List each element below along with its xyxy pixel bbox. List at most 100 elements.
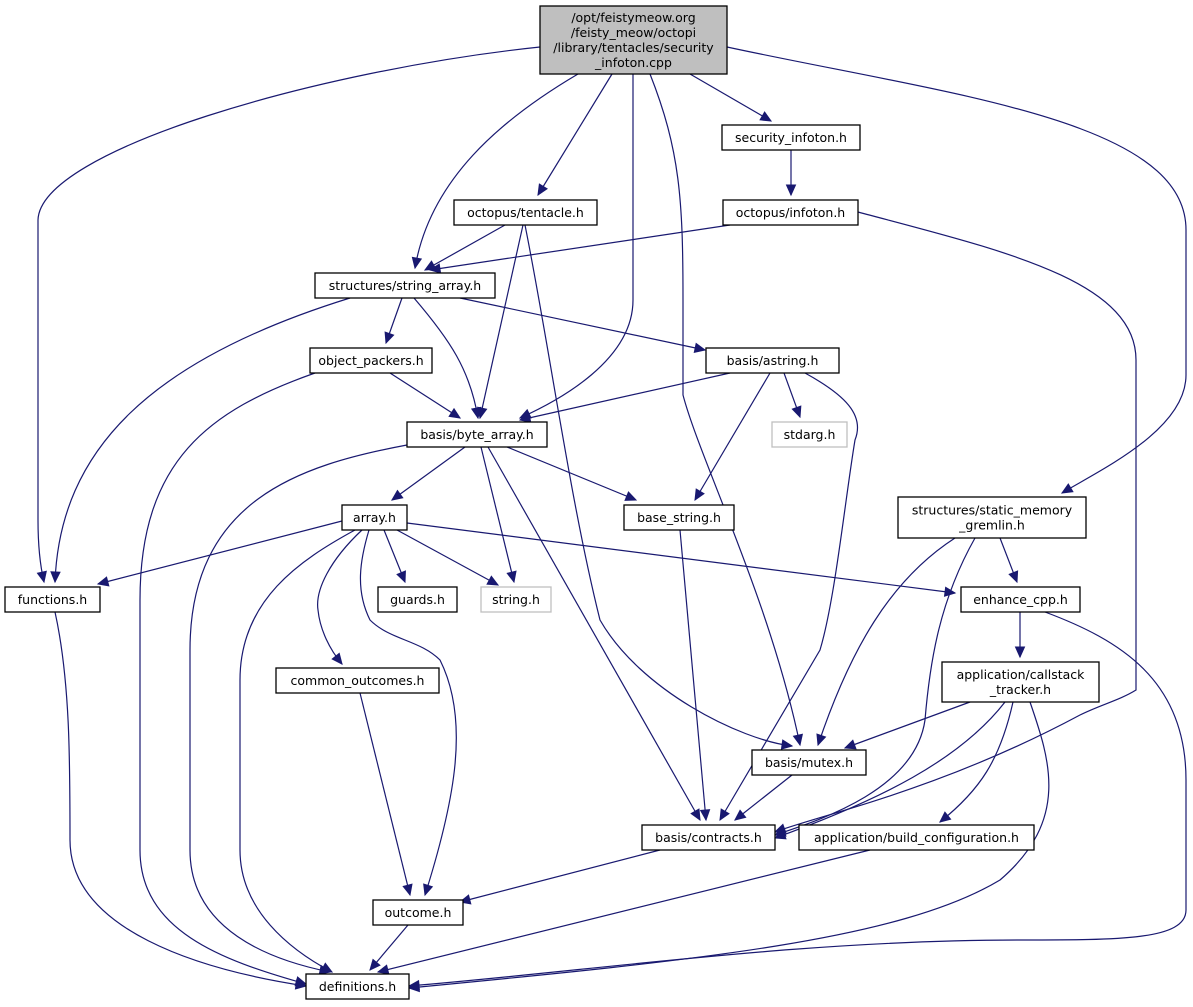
node-functions-h[interactable]: functions.h — [4, 586, 101, 613]
node-array-h[interactable]: array.h — [341, 504, 408, 531]
edge-common_outcomes_h-to-outcome_h — [359, 692, 413, 897]
node-security-infoton-h[interactable]: security_infoton.h — [721, 124, 861, 151]
node-guards-h[interactable]: guards.h — [377, 586, 458, 613]
node-label: guards.h — [390, 592, 445, 607]
node-static-memory-gremlin-h[interactable]: structures/static_memory_gremlin.h — [897, 496, 1087, 539]
arrowhead-icon — [384, 331, 395, 345]
node-label: enhance_cpp.h — [973, 592, 1068, 607]
edge-astring_h-to-base_string_h — [694, 372, 771, 502]
node-label: outcome.h — [385, 905, 452, 920]
node-byte-array-h[interactable]: basis/byte_array.h — [406, 421, 548, 448]
node-mutex-h[interactable]: basis/mutex.h — [751, 749, 867, 776]
arrowhead-icon — [486, 575, 500, 586]
edge-outcome_h-to-definitions_h — [369, 924, 409, 971]
edges-layer — [36, 46, 1187, 993]
node-label: /opt/feistymeow.org — [571, 10, 695, 25]
arrowhead-icon — [320, 962, 334, 973]
edge-root-to-mutex_h — [649, 73, 803, 747]
arrowhead-icon — [693, 342, 707, 353]
arrowhead-icon — [391, 489, 404, 501]
arrowhead-icon — [50, 571, 61, 584]
edge-line — [774, 701, 1006, 839]
edge-static_memory_gremlin_h-to-enhance_cpp_h — [999, 537, 1019, 584]
node-contracts-h[interactable]: basis/contracts.h — [641, 824, 776, 851]
arrowhead-icon — [792, 733, 803, 747]
edge-line — [649, 73, 801, 746]
arrowhead-icon — [780, 739, 794, 750]
arrowhead-icon — [1008, 570, 1019, 584]
node-string-h: string.h — [480, 586, 552, 613]
edge-root-to-byte_array_h — [518, 74, 634, 419]
edge-byte_array_h-to-base_string_h — [506, 446, 638, 501]
edge-octopus_tentacle_h-to-string_array_h — [423, 224, 506, 271]
node-enhance-cpp-h[interactable]: enhance_cpp.h — [960, 586, 1081, 613]
edge-build_configuration_h-to-definitions_h — [376, 849, 871, 975]
node-label: _tracker.h — [989, 682, 1051, 697]
node-root[interactable]: /opt/feistymeow.org/feisty_meow/octopi/l… — [539, 5, 728, 75]
edge-line — [817, 537, 956, 746]
node-label: application/callstack — [957, 667, 1086, 682]
node-octopus-tentacle-h[interactable]: octopus/tentacle.h — [453, 199, 598, 226]
edge-line — [413, 297, 479, 419]
node-label: application/build_configuration.h — [814, 830, 1019, 845]
node-box — [897, 496, 1087, 539]
node-box — [309, 347, 433, 374]
arrowhead-icon — [791, 405, 802, 419]
node-label: common_outcomes.h — [291, 673, 425, 688]
edge-astring_h-to-stdarg_h — [783, 372, 802, 419]
edge-byte_array_h-to-array_h — [391, 446, 466, 501]
edge-callstack_tracker_h-to-build_configuration_h — [939, 701, 1014, 823]
arrowhead-icon — [396, 570, 406, 584]
edge-line — [774, 537, 976, 836]
edge-astring_h-to-byte_array_h — [518, 372, 731, 423]
node-definitions-h[interactable]: definitions.h — [305, 973, 410, 1000]
arrowhead-icon — [376, 964, 390, 975]
node-box — [406, 421, 548, 448]
node-box — [480, 586, 552, 613]
edge-line — [414, 73, 579, 269]
node-box — [377, 586, 458, 613]
edge-contracts_h-to-outcome_h — [458, 849, 661, 905]
arrowhead-icon — [448, 407, 462, 419]
edge-line — [524, 224, 793, 747]
node-object-packers-h[interactable]: object_packers.h — [309, 347, 433, 374]
node-label: object_packers.h — [318, 353, 423, 368]
nodes-layer: /opt/feistymeow.org/feisty_meow/octopi/l… — [4, 5, 1100, 1000]
node-build-configuration-h[interactable]: application/build_configuration.h — [798, 824, 1035, 851]
edge-functions_h-to-definitions_h — [54, 611, 308, 990]
edge-array_h-to-common_outcomes_h — [317, 529, 363, 665]
edge-line — [480, 446, 515, 583]
arrowhead-icon — [407, 981, 420, 993]
edge-static_memory_gremlin_h-to-mutex_h — [816, 537, 956, 747]
edge-line — [424, 224, 506, 271]
arrowhead-icon — [36, 570, 47, 584]
edge-root-to-static_memory_gremlin_h — [726, 46, 1187, 494]
edge-line — [689, 73, 772, 122]
edge-object_packers_h-to-byte_array_h — [389, 372, 462, 419]
edge-array_h-to-string_h — [396, 529, 500, 586]
edge-line — [537, 73, 613, 196]
node-base-string-h[interactable]: base_string.h — [623, 504, 735, 531]
edge-line — [726, 46, 1187, 494]
edge-root-to-functions_h — [36, 46, 541, 584]
edge-octopus_infoton_h-to-string_array_h — [428, 224, 731, 274]
edge-line — [506, 446, 637, 501]
node-string-array-h[interactable]: structures/string_array.h — [314, 272, 496, 299]
node-box — [539, 5, 728, 75]
edge-string_array_h-to-byte_array_h — [413, 297, 482, 420]
arrowhead-icon — [402, 883, 413, 897]
node-label: octopus/tentacle.h — [467, 205, 584, 220]
edge-line — [719, 372, 859, 821]
node-octopus-infoton-h[interactable]: octopus/infoton.h — [722, 199, 859, 226]
node-astring-h[interactable]: basis/astring.h — [705, 347, 840, 374]
edge-line — [97, 520, 343, 585]
edge-line — [459, 849, 661, 903]
node-common-outcomes-h[interactable]: common_outcomes.h — [275, 667, 440, 694]
node-outcome-h[interactable]: outcome.h — [372, 899, 464, 926]
node-label: octopus/infoton.h — [736, 205, 845, 220]
node-callstack-tracker-h[interactable]: application/callstack_tracker.h — [941, 661, 1100, 703]
edge-line — [487, 446, 701, 821]
edge-string_array_h-to-astring_h — [459, 297, 707, 353]
edge-line — [406, 522, 956, 594]
edge-string_array_h-to-object_packers_h — [384, 297, 403, 345]
